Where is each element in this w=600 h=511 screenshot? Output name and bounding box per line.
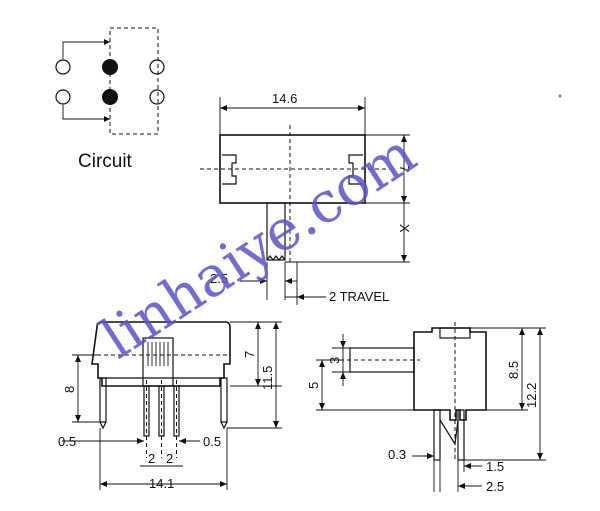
terminal-circle <box>149 59 165 75</box>
actuator <box>266 202 286 261</box>
arrow-icon <box>401 135 407 142</box>
arrow-icon <box>340 372 346 379</box>
common-terminal <box>102 89 118 105</box>
dim-pitch-b: 2 <box>166 451 173 466</box>
dim-side-5: 5 <box>306 382 321 389</box>
dim-top-x: X <box>397 224 412 233</box>
arrow-icon <box>260 278 267 284</box>
dim-top-height: 7 <box>397 165 412 172</box>
arrow-icon <box>319 360 325 367</box>
switch-body-side <box>413 327 487 421</box>
arrow-icon <box>458 483 465 489</box>
arrow-icon <box>519 328 525 335</box>
dim-front-width: 14.1 <box>149 476 174 491</box>
dim-pitch-a: 2 <box>148 451 155 466</box>
circuit-diagram: Circuit <box>55 27 165 172</box>
dim-offset: 2.5 <box>210 271 228 286</box>
arrow-icon <box>273 421 279 428</box>
arrow-icon <box>537 328 543 335</box>
mount-tab-right <box>348 154 363 185</box>
terminal-circle <box>55 59 71 75</box>
switch-body-front <box>91 321 231 387</box>
dim-front-11-5: 11.5 <box>260 366 275 390</box>
front-view: 8 7 11.5 0.5 0.5 2 2 14.1 <box>58 321 282 491</box>
connection-line <box>62 105 110 120</box>
arrow-icon <box>519 403 525 410</box>
arrow-icon <box>319 403 325 410</box>
arrow-icon <box>401 196 407 203</box>
artifact-dot <box>558 94 562 98</box>
dim-pin-left: 0.5 <box>58 434 76 449</box>
arrow-icon <box>358 105 365 111</box>
dim-side-0-3: 0.3 <box>388 447 406 462</box>
dim-top-width: 14.6 <box>272 91 297 106</box>
mount-leg-left <box>99 377 107 423</box>
side-pin-bend <box>439 419 459 446</box>
arrow-icon <box>100 481 107 487</box>
dim-travel: 2 TRAVEL <box>329 289 389 304</box>
arrow-icon <box>537 453 543 460</box>
mount-tab-left <box>222 154 237 185</box>
dim-side-8-5: 8.5 <box>506 361 521 379</box>
mount-leg-right <box>220 377 228 423</box>
common-terminal <box>102 59 118 75</box>
actuator-serration <box>266 255 286 261</box>
arrow-icon <box>104 39 110 45</box>
dim-front-7: 7 <box>242 351 257 358</box>
arrow-icon <box>255 379 261 386</box>
arrow-icon <box>137 438 144 444</box>
side-view: 3 5 8.5 12.2 0.3 1.5 2.5 <box>306 322 546 494</box>
actuator-front <box>142 337 174 387</box>
arrow-icon <box>273 322 279 329</box>
arrow-icon <box>427 453 434 459</box>
connection-line <box>62 41 110 59</box>
leg-tip <box>99 421 107 430</box>
dim-front-8: 8 <box>62 386 77 393</box>
circuit-label: Circuit <box>78 151 133 172</box>
arrow-icon <box>285 278 292 284</box>
arrow-icon <box>297 294 304 300</box>
arrow-icon <box>75 415 81 422</box>
terminal-circle <box>149 89 165 105</box>
dim-side-1-5: 1.5 <box>486 459 504 474</box>
dim-pin-right: 0.5 <box>203 434 221 449</box>
terminal-circle <box>55 89 71 105</box>
arrow-icon <box>220 481 227 487</box>
solder-pins <box>143 380 180 458</box>
arrow-icon <box>220 105 227 111</box>
side-pin <box>457 409 465 461</box>
dim-side-12-2: 12.2 <box>524 383 539 408</box>
arrow-icon <box>464 463 471 469</box>
arrow-icon <box>255 322 261 329</box>
circuit-dashed-box <box>109 27 159 135</box>
side-pin <box>433 409 441 461</box>
arrow-icon <box>340 341 346 348</box>
arrow-icon <box>104 116 110 122</box>
arrow-icon <box>179 438 186 444</box>
actuator-grip <box>147 342 169 366</box>
arrow-icon <box>401 255 407 262</box>
top-view: 14.6 7 X 2.5 2 TRAVEL <box>200 91 412 305</box>
arrow-icon <box>75 355 81 362</box>
leg-tip <box>220 421 228 430</box>
dim-side-2-5: 2.5 <box>486 479 504 494</box>
